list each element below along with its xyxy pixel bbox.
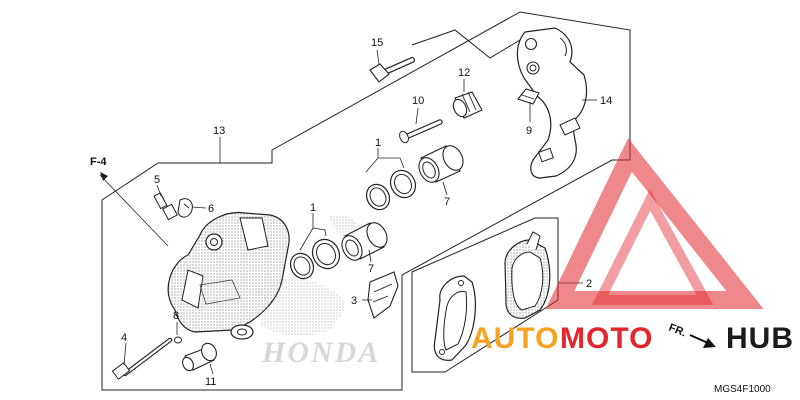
label-part-8: 8 <box>173 310 179 322</box>
brake-pad-left <box>433 275 476 361</box>
watermark-word-2: MOTO <box>560 322 653 355</box>
label-part-6: 6 <box>208 203 214 215</box>
piston-seals-lower <box>289 238 341 280</box>
bracket-group-outline <box>411 29 521 59</box>
seal-8 <box>174 336 182 344</box>
label-part-12: 12 <box>458 67 470 79</box>
label-part-3: 3 <box>351 295 357 307</box>
pin-11 <box>182 342 217 372</box>
label-part-7-lower: 7 <box>368 263 374 275</box>
watermark-word-1: AUTO <box>471 322 559 355</box>
direction-label-front: FR. <box>667 322 688 340</box>
bolt-15 <box>369 57 415 83</box>
spring-clip-9 <box>517 88 540 105</box>
leader-lines <box>99 49 597 375</box>
label-part-9: 9 <box>526 125 532 137</box>
label-part-14: 14 <box>600 95 612 107</box>
pin-bolt-4 <box>111 337 173 380</box>
pin-10 <box>399 119 443 144</box>
bracket-14 <box>516 27 588 179</box>
watermark-word-3: HUB <box>726 322 794 355</box>
boot-12 <box>452 91 483 119</box>
bleeder-valve <box>153 192 178 221</box>
piston-7-upper <box>418 145 464 183</box>
brake-pad-right <box>504 231 551 319</box>
label-part-2: 2 <box>586 278 592 290</box>
brand-text: HONDA <box>261 336 380 369</box>
piston-seals-upper <box>365 169 417 211</box>
fr-arrow-icon <box>689 334 716 348</box>
label-part-5: 5 <box>154 174 160 186</box>
piston-7-lower <box>341 222 388 261</box>
label-part-4: 4 <box>121 332 127 344</box>
pad-spring-3 <box>367 271 399 319</box>
label-part-7-upper: 7 <box>444 196 450 208</box>
direction-label-rear: F-4 <box>90 156 107 168</box>
brand-shading <box>255 277 346 336</box>
label-part-15: 15 <box>371 37 383 49</box>
label-part-13: 13 <box>213 125 225 137</box>
label-part-11: 11 <box>205 376 216 388</box>
label-part-1-lower: 1 <box>310 202 316 214</box>
drawing-code: MGS4F1000 <box>714 384 771 395</box>
label-part-10: 10 <box>412 95 424 107</box>
bleeder-cap <box>177 198 193 218</box>
f4-arrow-head <box>100 172 108 181</box>
watermark-logo <box>545 138 764 309</box>
assembly-outline <box>101 11 631 391</box>
label-part-1-upper: 1 <box>375 137 381 149</box>
